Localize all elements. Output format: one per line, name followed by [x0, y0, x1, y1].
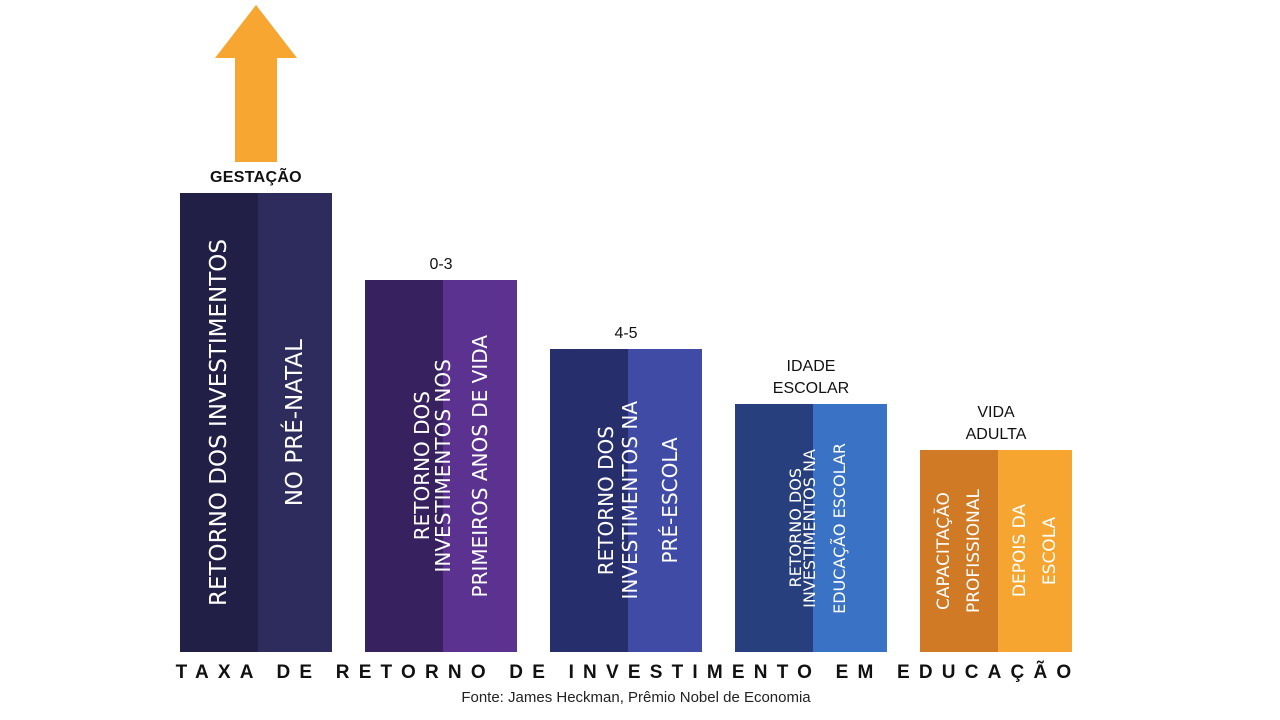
stage-label-4: IDADE ESCOLAR	[772, 358, 850, 397]
bar-1-text-right: NO PRÉ-NATAL	[258, 193, 332, 652]
stage-label-2: 0-3	[429, 256, 453, 273]
bar-5: CAPACITAÇÃO PROFISSIONAL DEPOIS DA ESCOLA	[920, 450, 1072, 652]
bar-3-right-segment	[628, 349, 702, 652]
bar-label-primary: CAPACITAÇÃO PROFISSIONAL	[934, 488, 984, 614]
bar-label-secondary: DEPOIS DA ESCOLA	[1010, 504, 1060, 598]
bar-label-secondary: INVESTIMENTOS NA PRÉ-ESCOLA	[618, 401, 682, 600]
bar-3-left-segment	[550, 349, 628, 652]
bar-label-primary: RETORNO DOS INVESTIMENTOS	[206, 238, 232, 606]
bar-1-right-segment	[258, 193, 332, 652]
stage-label-5: VIDA ADULTA	[965, 404, 1027, 443]
bar-1-left-segment	[180, 193, 258, 652]
bar-2-right-segment	[443, 280, 517, 652]
bar-2-text-right: INVESTIMENTOS NOS PRIMEIROS ANOS DE VIDA	[425, 280, 517, 652]
bar-label-secondary: INVESTIMENTOS NOS PRIMEIROS ANOS DE VIDA	[431, 334, 492, 598]
bar-4-right-segment	[813, 404, 887, 652]
bar-label-secondary: INVESTIMENTOS NA EDUCAÇÃO ESCOLAR	[800, 442, 849, 614]
bar-1-text-left: RETORNO DOS INVESTIMENTOS	[180, 193, 258, 652]
bar-5-text-left: CAPACITAÇÃO PROFISSIONAL	[920, 450, 998, 652]
bar-2-left-segment	[365, 280, 443, 652]
up-arrow-shape	[215, 5, 297, 162]
up-arrow-icon	[215, 5, 297, 162]
bar-5-left-segment	[920, 450, 998, 652]
stage-label-1: GESTAÇÃO	[210, 169, 302, 186]
source-caption: Fonte: James Heckman, Prêmio Nobel de Ec…	[461, 689, 811, 706]
bar-5-right-segment	[998, 450, 1072, 652]
stage-label-3: 4-5	[614, 325, 638, 342]
bar-5-text-right: DEPOIS DA ESCOLA	[998, 450, 1072, 652]
bar-3-text-right: INVESTIMENTOS NA PRÉ-ESCOLA	[610, 349, 702, 652]
bar-4-left-segment	[735, 404, 813, 652]
bar-4-text-right: INVESTIMENTOS NA EDUCAÇÃO ESCOLAR	[795, 404, 887, 652]
chart-title: TAXA DE RETORNO DE INVESTIMENTO EM EDUCA…	[175, 662, 1081, 683]
bar-label-secondary: NO PRÉ-NATAL	[282, 338, 308, 507]
bar-1: RETORNO DOS INVESTIMENTOS NO PRÉ-NATAL	[180, 193, 332, 652]
